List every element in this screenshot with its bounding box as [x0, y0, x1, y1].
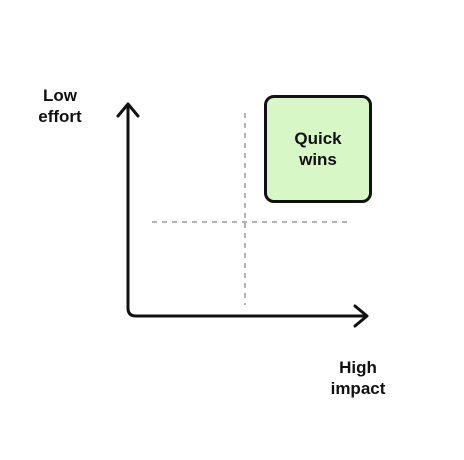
y-axis-label: Low effort: [38, 86, 82, 126]
y-axis-arrowhead: [116, 102, 140, 118]
quick-wins-label: Quick wins: [294, 129, 342, 169]
x-axis-arrowhead: [353, 304, 369, 328]
quick-wins-quadrant: Quick wins: [264, 95, 372, 203]
x-axis-label: High impact: [330, 358, 386, 398]
axes-line: [126, 105, 366, 318]
